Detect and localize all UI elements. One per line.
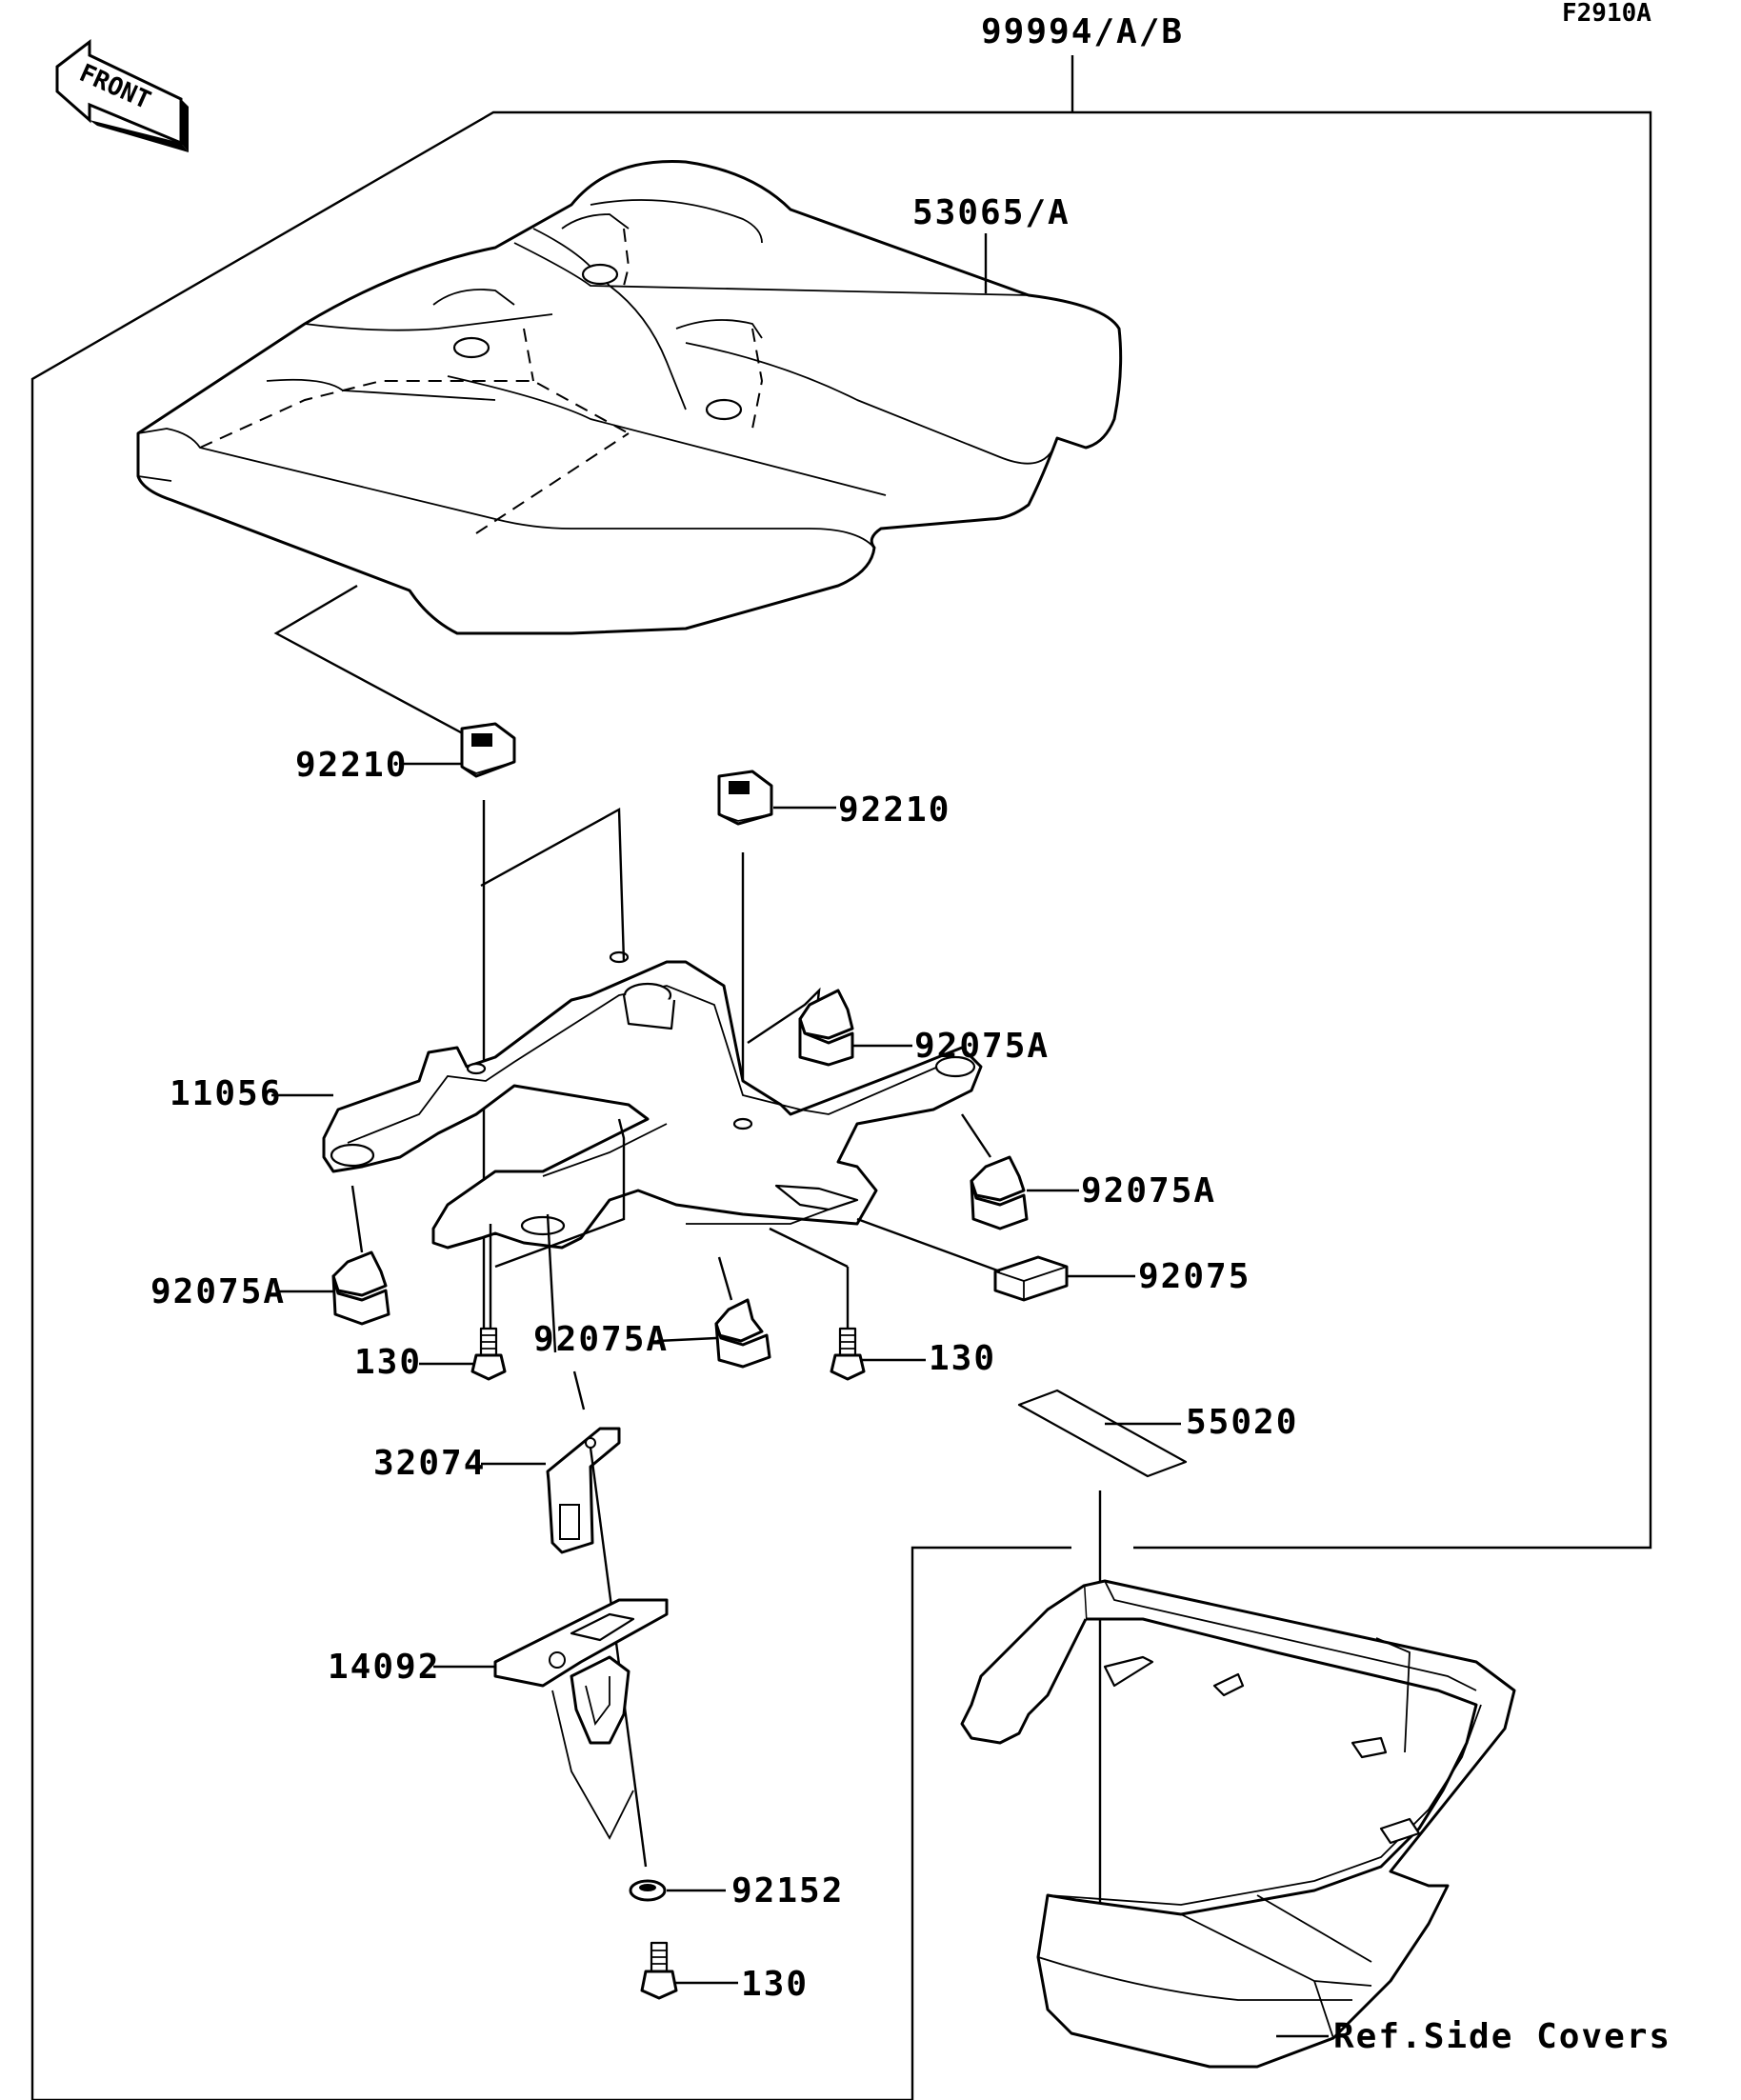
label-130-right: 130	[929, 1339, 996, 1378]
label-92075A-upper: 92075A	[914, 1027, 1050, 1066]
reference-label: Ref.Side Covers	[1333, 2017, 1671, 2056]
damper-mid-right-part	[970, 1155, 1029, 1230]
label-92075A-mid: 92075A	[1081, 1171, 1216, 1210]
label-92152: 92152	[731, 1871, 844, 1910]
label-32074: 32074	[373, 1444, 486, 1483]
bolt-right-part	[830, 1327, 866, 1381]
cover-lock-part	[493, 1598, 669, 1840]
damper-rect-part	[993, 1255, 1069, 1302]
damper-upper-right-part	[798, 989, 854, 1067]
label-92210-left: 92210	[295, 746, 408, 785]
damper-center-part	[714, 1298, 771, 1369]
seat-bracket-part	[322, 950, 983, 1250]
damper-left-part	[331, 1250, 390, 1326]
label-53065A: 53065/A	[912, 193, 1071, 232]
diagram-code: F2910A	[1562, 0, 1651, 28]
label-92210-right: 92210	[838, 790, 951, 830]
side-cover-reference	[960, 1579, 1516, 2069]
bolt-bottom-part	[640, 1941, 678, 2000]
seat-cover-part	[136, 160, 1123, 635]
label-11056: 11056	[170, 1074, 282, 1113]
bolt-left-part	[470, 1327, 507, 1381]
label-14092: 14092	[328, 1648, 440, 1687]
label-130-left: 130	[354, 1343, 422, 1382]
label-130-bottom: 130	[741, 1965, 809, 2004]
label-92075: 92075	[1138, 1257, 1251, 1296]
assembly-frame	[30, 110, 1652, 2100]
front-arrow-icon: FRONT	[55, 38, 189, 152]
reference-frame	[911, 1546, 1071, 2100]
clip-nut-left-part	[460, 722, 516, 778]
washer-part	[629, 1879, 667, 1902]
label-92075A-left: 92075A	[150, 1272, 286, 1311]
plate-part	[546, 1427, 621, 1554]
clip-nut-right-part	[717, 770, 773, 826]
label-55020: 55020	[1186, 1403, 1298, 1442]
pad-part	[1017, 1389, 1188, 1478]
label-99994: 99994/A/B	[981, 12, 1184, 51]
